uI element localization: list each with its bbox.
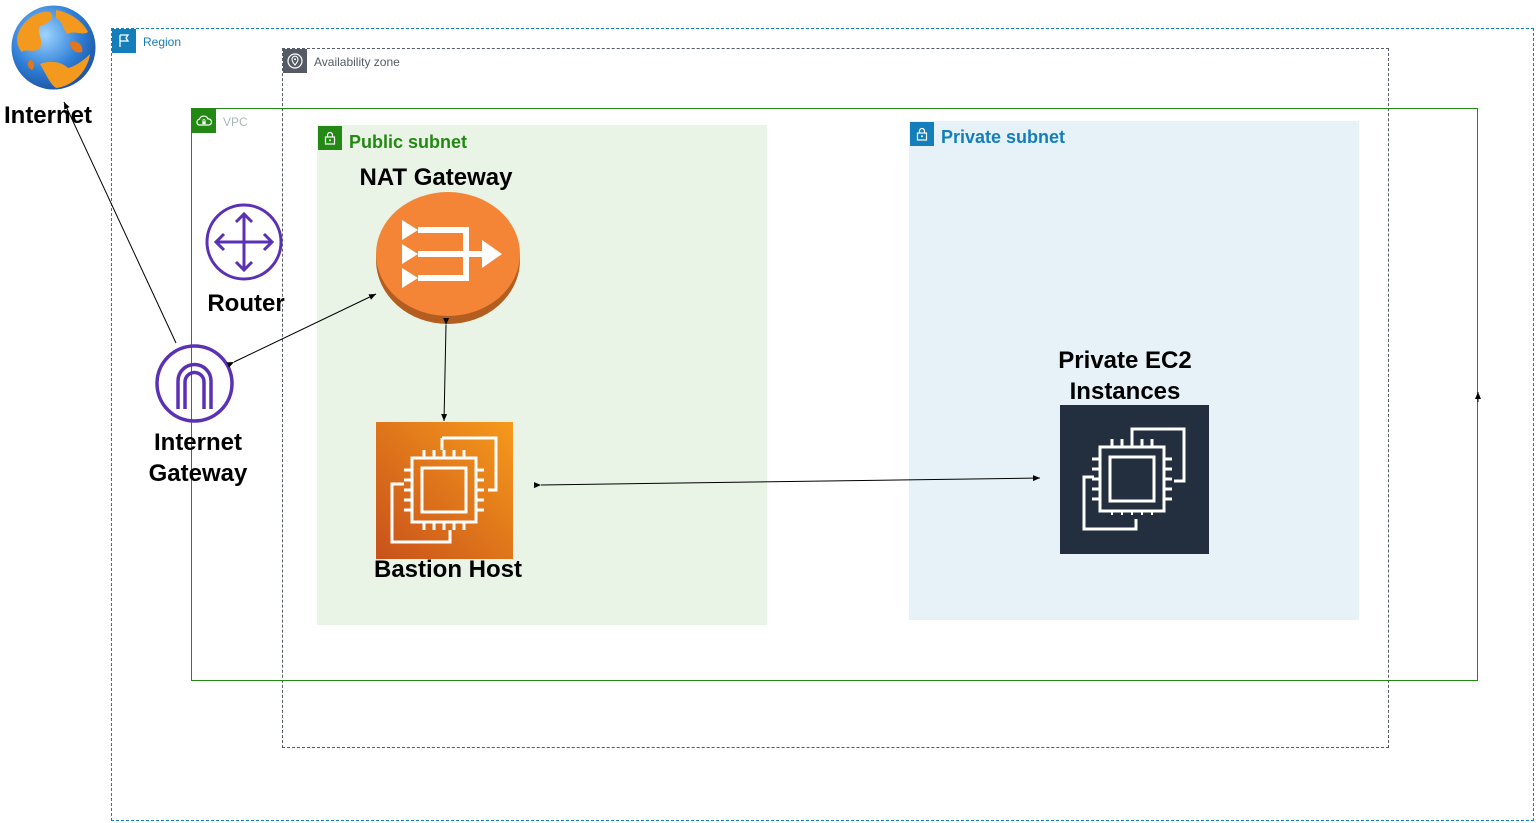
lock-icon	[318, 126, 342, 150]
private-ec2-label-line2: Instances	[1069, 378, 1181, 405]
ec2-instances-icon[interactable]	[1060, 405, 1209, 554]
internet-label: Internet	[3, 102, 92, 129]
region-group	[111, 28, 1534, 821]
availability-zone-group	[282, 48, 1389, 748]
nat-gateway-icon[interactable]	[374, 190, 522, 326]
router-icon[interactable]	[204, 202, 284, 282]
internet-gateway-label: Internet Gateway	[128, 427, 268, 489]
private-subnet-label: Private subnet	[941, 127, 1066, 147]
router-label: Router	[207, 290, 285, 317]
region-label: Region	[143, 35, 182, 49]
location-pin-icon	[283, 49, 307, 73]
bastion-host-label: Bastion Host	[373, 556, 522, 583]
private-ec2-label: Private EC2 Instances	[1020, 345, 1230, 407]
availability-zone-label: Availability zone	[314, 55, 400, 69]
internet-gateway-label-line1: Internet	[153, 429, 242, 456]
private-ec2-label-line1: Private EC2	[1058, 347, 1192, 374]
lock-icon	[910, 122, 934, 146]
vpc-label: VPC	[223, 115, 248, 129]
flag-icon	[112, 29, 136, 53]
cloud-lock-icon	[192, 109, 216, 133]
ec2-instances-icon[interactable]	[376, 422, 513, 559]
nat-gateway-label: NAT Gateway	[359, 164, 513, 191]
internet-gateway-label-line2: Gateway	[148, 460, 248, 487]
globe-icon	[10, 4, 97, 91]
internet-gateway-icon[interactable]	[154, 343, 235, 424]
public-subnet-label: Public subnet	[349, 132, 468, 152]
